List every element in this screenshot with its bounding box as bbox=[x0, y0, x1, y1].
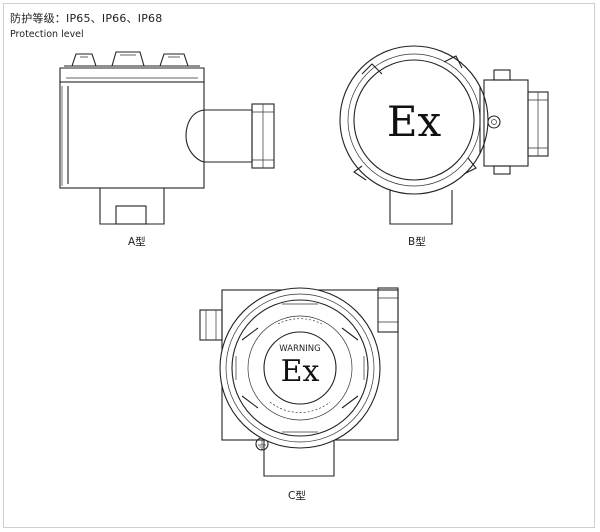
protection-rating-cn: 防护等级：IP65、IP66、IP68 bbox=[10, 12, 163, 25]
type-a-drawing bbox=[59, 51, 275, 225]
type-b-caption: B型 bbox=[408, 236, 426, 248]
type-b-drawing: Ex bbox=[339, 45, 549, 225]
type-c-drawing: WARNING Ex bbox=[199, 287, 399, 477]
type-a-caption: A型 bbox=[128, 236, 146, 248]
drawing-frame bbox=[3, 3, 595, 528]
protection-rating-en: Protection level bbox=[10, 29, 84, 40]
type-c-warning-label: WARNING bbox=[279, 344, 320, 354]
type-c-caption: C型 bbox=[288, 490, 306, 502]
type-b-ex-mark: Ex bbox=[387, 97, 442, 146]
type-c-ex-mark: Ex bbox=[281, 354, 320, 389]
